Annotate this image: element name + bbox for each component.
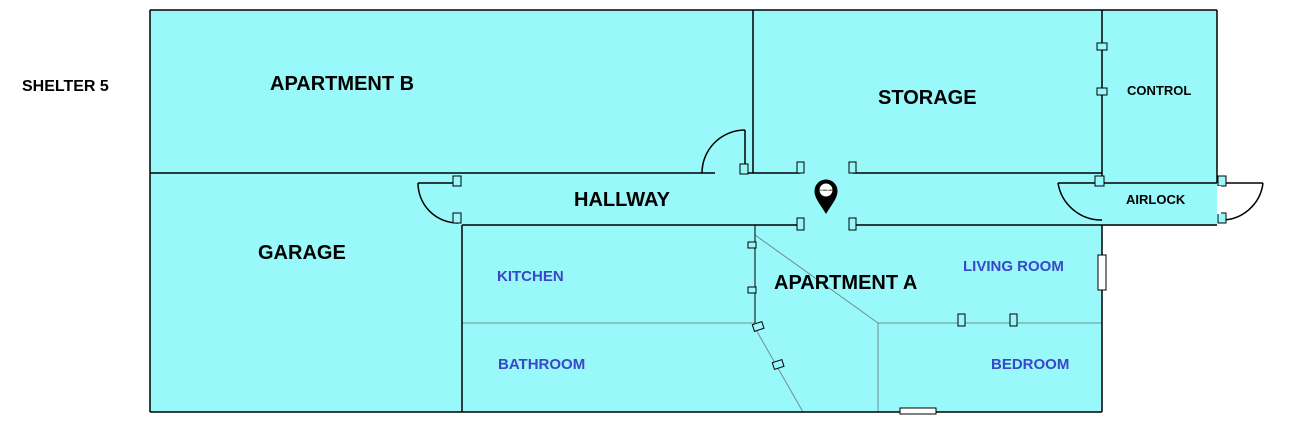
windows (899, 254, 1107, 415)
room-labels: APARTMENT B STORAGE CONTROL HALLWAY AIRL… (258, 73, 1191, 294)
location-marker-text: YOU ARE HERE (818, 189, 835, 192)
living-room-window (1097, 254, 1107, 291)
room-label-living-room: LIVING ROOM (963, 258, 1064, 275)
room-label-airlock: AIRLOCK (1126, 192, 1186, 207)
room-label-storage: STORAGE (878, 87, 977, 109)
room-label-control: CONTROL (1127, 83, 1191, 98)
room-label-apartment-a: APARTMENT A (774, 272, 917, 294)
bedroom-window (899, 407, 937, 415)
airlock-opening (1217, 186, 1221, 214)
apartment-a-interior-walls (462, 234, 1102, 413)
shelter-title: SHELTER 5 (22, 78, 109, 95)
room-label-kitchen: KITCHEN (497, 268, 564, 285)
room-label-bedroom: BEDROOM (991, 356, 1069, 373)
room-label-garage: GARAGE (258, 242, 346, 264)
door-swings (417, 129, 1264, 224)
walls (149, 9, 1218, 413)
room-label-hallway: HALLWAY (574, 189, 671, 211)
floor-area (150, 10, 1217, 412)
room-label-bathroom: BATHROOM (498, 356, 585, 373)
location-pin-icon: YOU ARE HERE (814, 179, 838, 214)
apartment-a-room-labels: KITCHEN LIVING ROOM BATHROOM BEDROOM (497, 258, 1069, 373)
door-frames (452, 42, 1227, 370)
room-label-apartment-b: APARTMENT B (270, 73, 414, 95)
